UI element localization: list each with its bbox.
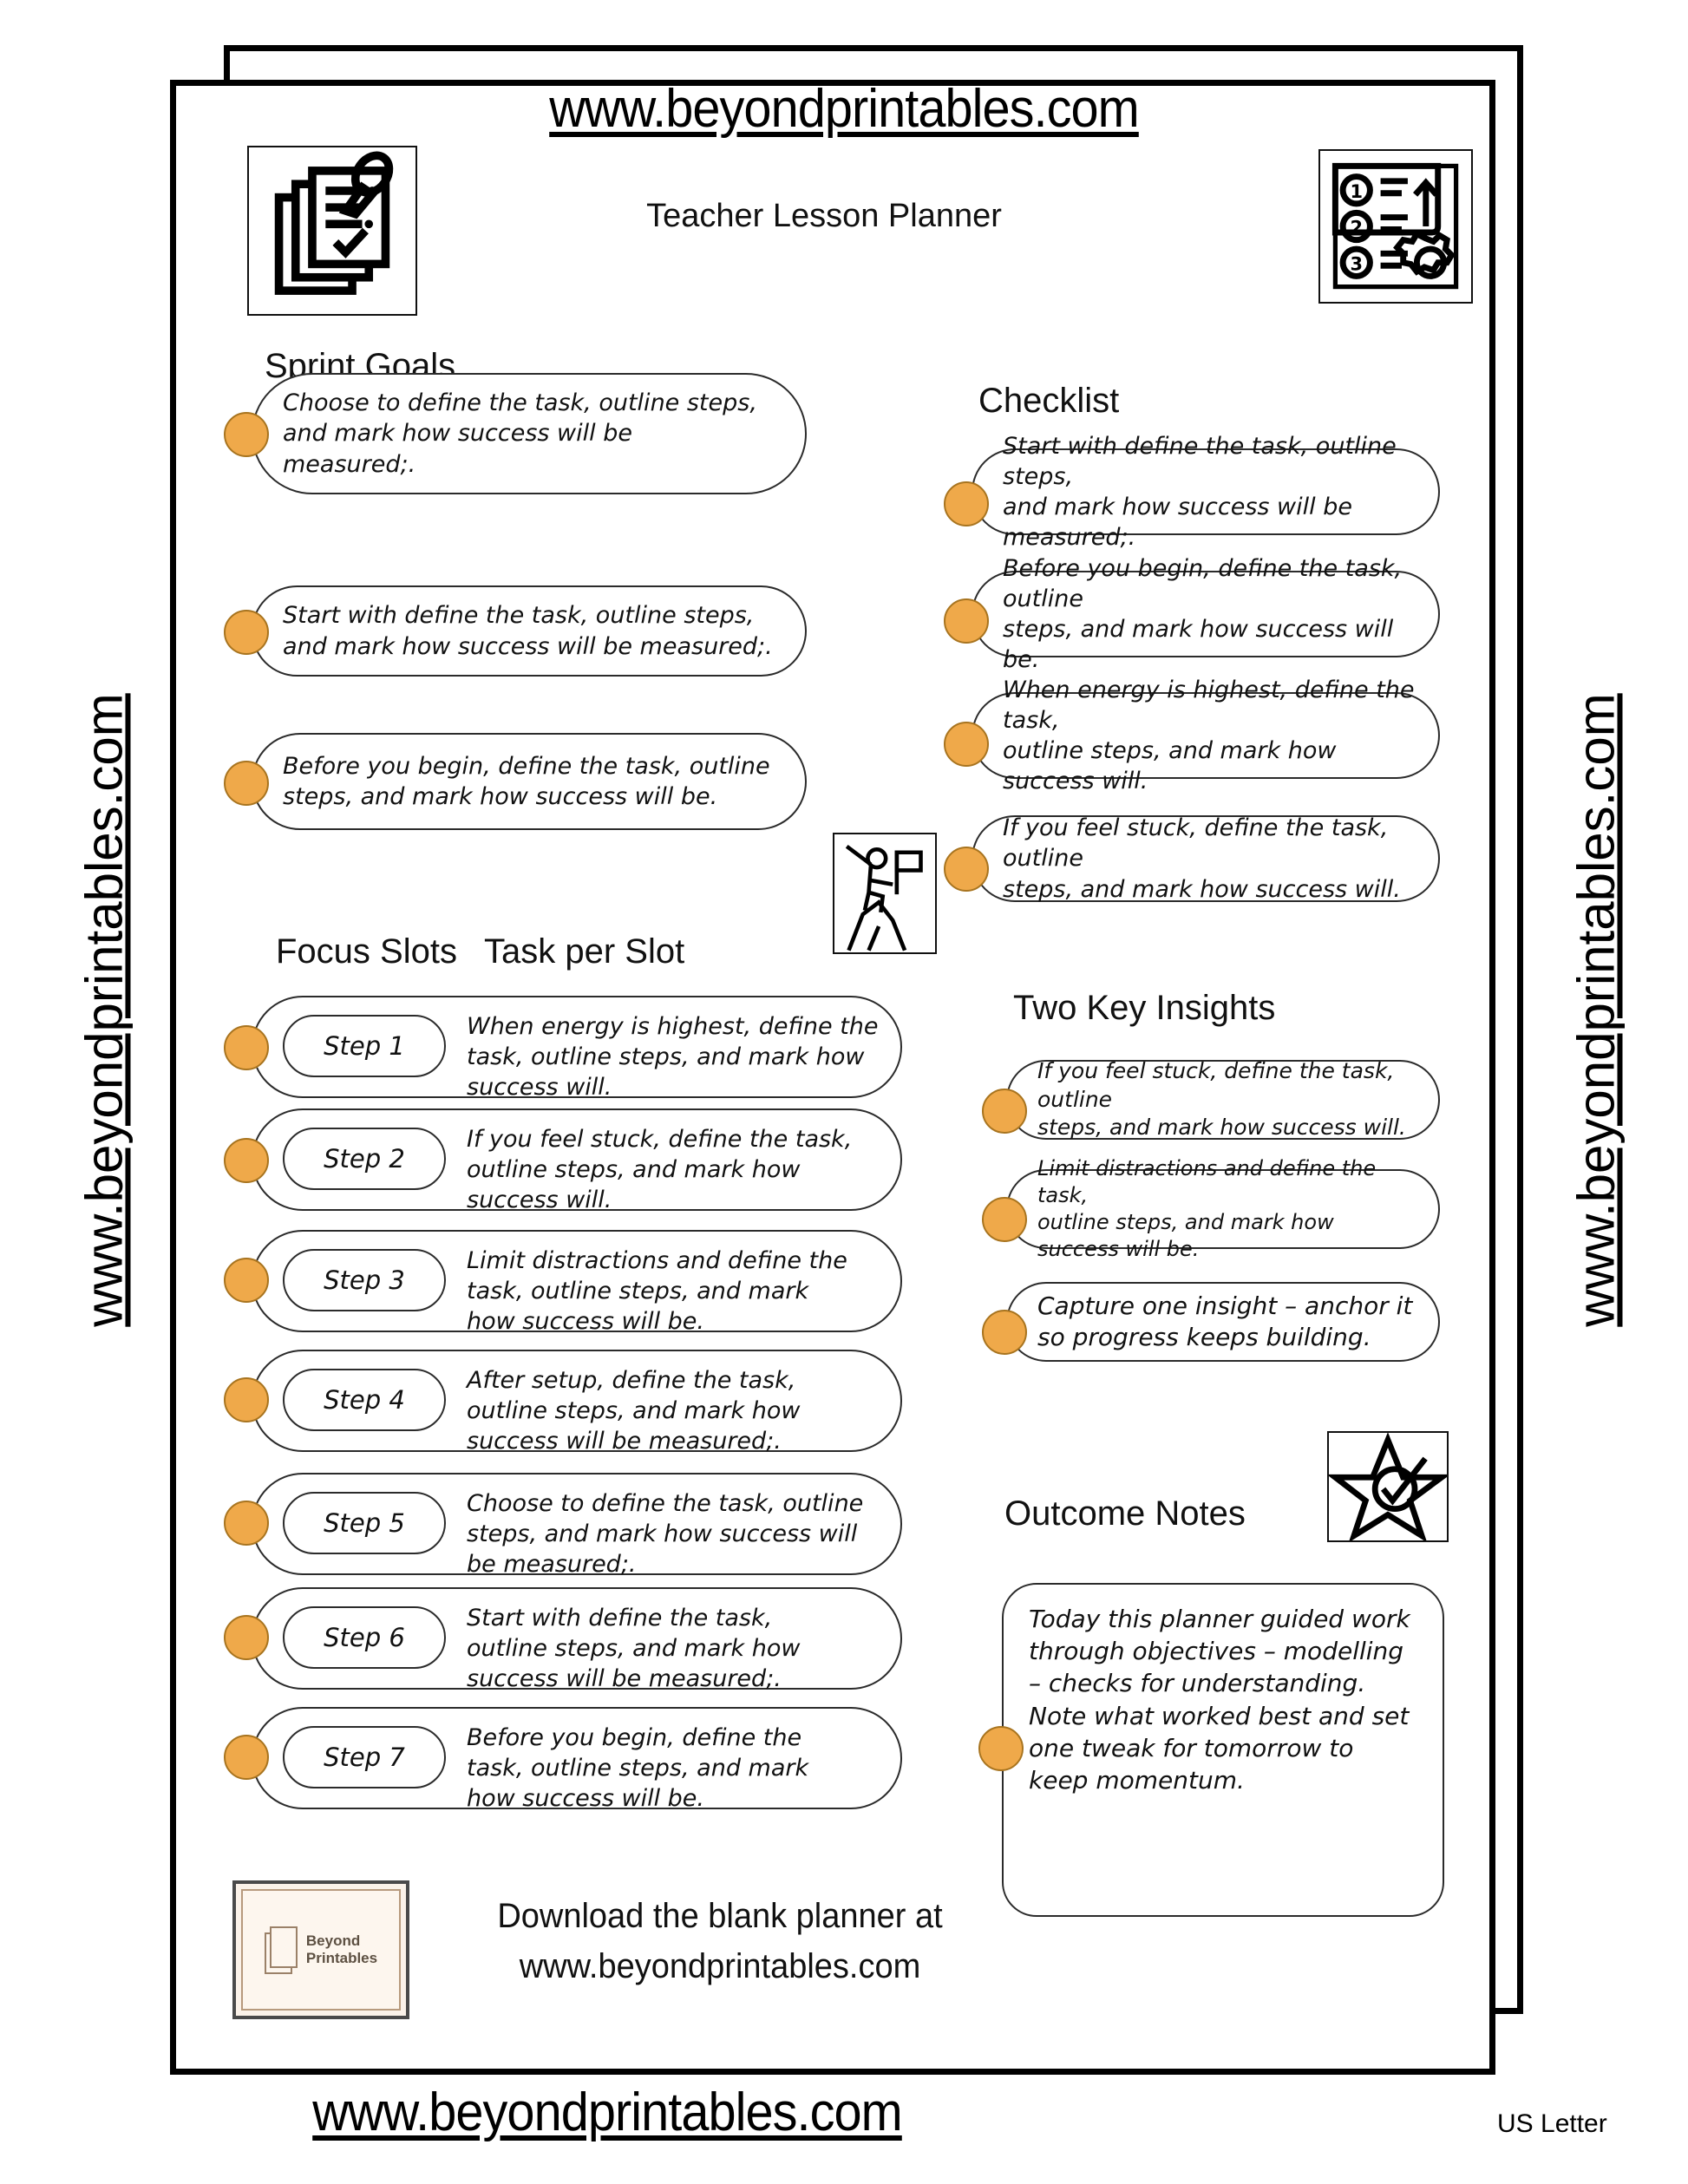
watermark-right-vertical: www.beyondprintables.com [1567,693,1626,1327]
bullet-dot [944,847,989,892]
page-title: Teacher Lesson Planner [646,198,1002,234]
focus-slot-row[interactable]: Step 7 Before you begin, define the task… [252,1707,902,1812]
checklist-item-text: Start with define the task, outline step… [1003,432,1397,552]
sprint-goal-text: Before you begin, define the task, outli… [283,752,770,810]
logo-wordmark: Beyond Printables [306,1932,377,1966]
bullet-dot [944,722,989,767]
sprint-goal-item[interactable]: Before you begin, define the task, outli… [252,733,807,830]
focus-slot-task-text: Start with define the task, outline step… [467,1605,801,1693]
focus-slot-row[interactable]: Step 5 Choose to define the task, outlin… [252,1473,902,1578]
bullet-dot [224,761,269,806]
page-size-label: US Letter [1497,2109,1607,2138]
bullet-dot [224,1377,269,1422]
focus-slot-label: Step 6 [283,1606,446,1669]
bullet-dot [224,1138,269,1183]
focus-slot-label: Step 4 [283,1369,446,1431]
stacked-documents-icon [264,1926,299,1974]
checklist-documents-pen-icon [247,146,417,316]
checklist-item-text: Before you begin, define the task, outli… [1003,554,1403,674]
insight-item[interactable]: Limit distractions and define the task, … [1006,1156,1440,1261]
section-heading-two-key-insights: Two Key Insights [1013,989,1276,1027]
checklist-item[interactable]: Before you begin, define the task, outli… [972,555,1440,673]
watermark-bottom: www.beyondprintables.com [312,2083,902,2142]
sprint-goal-text: Start with define the task, outline step… [283,602,773,660]
bullet-dot [224,1615,269,1660]
focus-slot-label: Step 3 [283,1249,446,1311]
logo-line-1: Beyond [305,1932,361,1950]
sprint-goal-text: Choose to define the task, outline steps… [283,389,757,478]
outcome-notes-text: Today this planner guided work through o… [1029,1605,1410,1795]
download-call-to-action[interactable]: Download the blank planner at www.beyond… [497,1897,943,1985]
insight-text: Limit distractions and define the task, … [1037,1155,1377,1262]
bullet-dot [224,610,269,655]
insight-text: If you feel stuck, define the task, outl… [1037,1058,1406,1141]
sprint-goal-item[interactable]: Choose to define the task, outline steps… [252,373,807,494]
focus-slot-task-text: Before you begin, define the task, outli… [467,1724,809,1813]
numbered-steps-gear-icon: 1 2 3 [1318,149,1473,304]
focus-slot-task-text: Choose to define the task, outline steps… [467,1490,864,1579]
bullet-dot [224,1735,269,1780]
svg-text:2: 2 [1350,218,1363,239]
beyond-printables-logo: Beyond Printables [232,1880,409,2019]
section-heading-task-per-slot: Task per Slot [484,932,685,971]
focus-slot-row[interactable]: Step 2 If you feel stuck, define the tas… [252,1108,902,1213]
section-heading-outcome-notes: Outcome Notes [1004,1494,1246,1533]
focus-slot-task-text: If you feel stuck, define the task, outl… [467,1126,853,1214]
star-check-icon [1327,1431,1449,1542]
bullet-dot [944,481,989,526]
checklist-item-text: If you feel stuck, define the task, outl… [1003,814,1401,903]
checklist-item[interactable]: Start with define the task, outline step… [972,433,1440,551]
outcome-notes-box[interactable] [1002,1583,1444,1917]
focus-slot-row[interactable]: Step 3 Limit distractions and define the… [252,1230,902,1335]
svg-text:1: 1 [1350,181,1363,202]
logo-line-2: Printables [305,1950,378,1966]
bullet-dot [944,598,989,644]
section-heading-focus-slots: Focus Slots [276,932,457,971]
bullet-dot [224,1501,269,1546]
focus-slot-task-text: After setup, define the task, outline st… [467,1367,801,1455]
focus-slot-task-text: When energy is highest, define the task,… [467,1013,879,1102]
checklist-item[interactable]: When energy is highest, define the task,… [972,677,1440,794]
insight-item[interactable]: If you feel stuck, define the task, outl… [1006,1058,1440,1141]
climber-flag-summit-icon [833,833,937,954]
watermark-top: www.beyondprintables.com [549,79,1139,139]
checklist-item[interactable]: If you feel stuck, define the task, outl… [972,814,1440,903]
insight-text: Capture one insight – anchor it so progr… [1037,1291,1413,1351]
sprint-goal-item[interactable]: Start with define the task, outline step… [252,585,807,677]
focus-slot-label: Step 1 [283,1015,446,1077]
bullet-dot [224,412,269,457]
focus-slot-label: Step 7 [283,1726,446,1788]
bullet-dot [224,1258,269,1303]
section-heading-checklist: Checklist [978,382,1120,420]
bullet-dot [224,1025,269,1070]
focus-slot-row[interactable]: Step 1 When energy is highest, define th… [252,996,902,1101]
insight-item[interactable]: Capture one insight – anchor it so progr… [1006,1282,1440,1362]
watermark-left-vertical: www.beyondprintables.com [75,693,134,1327]
bullet-dot [982,1197,1027,1242]
logo-inner-frame: Beyond Printables [241,1889,401,2011]
bullet-dot [982,1089,1027,1134]
svg-text:3: 3 [1350,253,1363,274]
focus-slot-label: Step 5 [283,1492,446,1554]
checklist-item-text: When energy is highest, define the task,… [1003,676,1415,795]
focus-slot-row[interactable]: Step 4 After setup, define the task, out… [252,1350,902,1455]
focus-slot-label: Step 2 [283,1128,446,1190]
bullet-dot [978,1726,1024,1771]
focus-slot-row[interactable]: Step 6 Start with define the task, outli… [252,1587,902,1692]
bullet-dot [982,1310,1027,1355]
focus-slot-task-text: Limit distractions and define the task, … [467,1247,847,1336]
